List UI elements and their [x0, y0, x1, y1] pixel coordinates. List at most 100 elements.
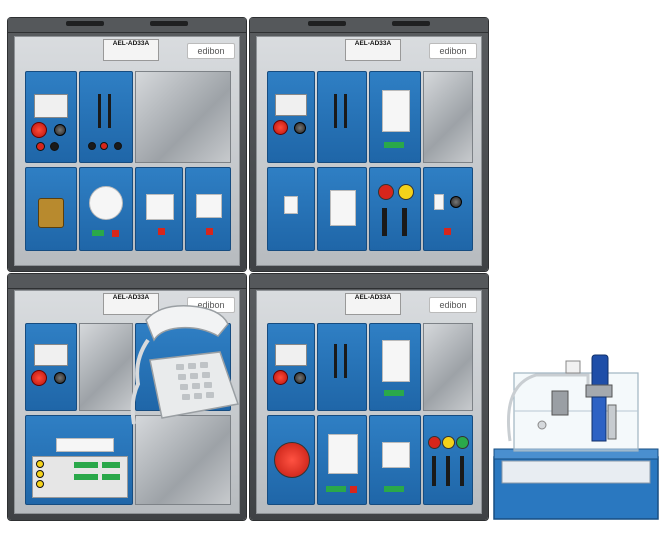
terminal-red-icon: [112, 230, 119, 237]
brand-logo-text: edibon: [439, 46, 467, 56]
flood-detector-icon: [328, 434, 358, 474]
terminal-black-icon: [50, 142, 59, 151]
front-panel: AEL-AD33A edibon: [256, 36, 482, 266]
blank-module: [423, 71, 473, 163]
terminal-black-icon: [114, 142, 122, 150]
relay-bar-icon: [108, 94, 111, 128]
module-relay: [317, 71, 367, 163]
terminal-green-icon: [384, 390, 404, 396]
cabinet-top-right: AEL-AD33A edibon: [250, 18, 488, 271]
panel-title-label: AEL-AD33A: [345, 293, 401, 315]
sensor-icon: [196, 194, 222, 218]
brand-logo: edibon: [429, 43, 477, 59]
emergency-stop-icon[interactable]: [31, 370, 47, 386]
terminal-strip-icon: [402, 208, 407, 236]
module-signal-lights: [423, 415, 473, 505]
module-breaker: [267, 71, 315, 163]
water-test-rig-icon: [493, 354, 659, 520]
cabinet-handle: [66, 21, 104, 26]
module-thermostat: [369, 323, 421, 411]
front-panel: AEL-AD33A edibon: [256, 290, 482, 514]
emergency-stop-icon[interactable]: [273, 120, 288, 135]
brand-logo-text: edibon: [439, 300, 467, 310]
pir-sensor-icon: [330, 190, 356, 226]
emergency-stop-icon[interactable]: [273, 370, 288, 385]
terminal-strip-icon: [460, 456, 464, 486]
blank-module: [135, 71, 231, 163]
terminal-red-icon: [100, 142, 108, 150]
blank-module: [79, 323, 133, 411]
module-relay: [317, 323, 367, 411]
cabinet-handle: [392, 21, 430, 26]
cabinet-handle: [308, 21, 346, 26]
terminal-green-icon: [384, 142, 404, 148]
terminal-green-icon: [74, 462, 98, 468]
relay-bar-icon: [344, 344, 347, 378]
relay-bar-icon: [334, 94, 337, 128]
cabinet-bottom-left: AEL-AD33A edibon: [8, 274, 246, 520]
terminal-green-icon: [102, 462, 120, 468]
selector-knob-icon[interactable]: [294, 372, 306, 384]
module-smoke-detector: [79, 167, 133, 251]
module-switch: [135, 167, 183, 251]
relay-bar-icon: [334, 344, 337, 378]
brand-logo: edibon: [429, 297, 477, 313]
siren-icon: [274, 442, 310, 478]
module-breaker: [267, 323, 315, 411]
cabinet-top-left: AEL-AD33A edibon: [8, 18, 246, 271]
yellow-pushbutton-icon[interactable]: [398, 184, 414, 200]
front-panel: AEL-AD33A edibon: [14, 36, 240, 266]
telephone-icon[interactable]: [120, 300, 244, 430]
terminal-green-icon: [326, 486, 346, 492]
blank-module: [423, 323, 473, 411]
relay-bar-icon: [344, 94, 347, 128]
selector-knob-icon[interactable]: [294, 122, 306, 134]
small-switch-icon[interactable]: [434, 194, 444, 210]
terminal-red-icon: [444, 228, 451, 235]
module-valve: [25, 167, 77, 251]
module-relay: [79, 71, 133, 163]
selector-knob-icon[interactable]: [54, 124, 66, 136]
panel-title-label: AEL-AD33A: [345, 39, 401, 61]
yellow-lamp-icon: [442, 436, 455, 449]
terminal-red-icon: [36, 142, 45, 151]
terminal-green-icon: [92, 230, 104, 236]
terminal-green-icon: [74, 474, 98, 480]
module-breaker: [25, 71, 77, 163]
wall-switch-icon[interactable]: [382, 442, 410, 468]
terminal-strip-icon: [446, 456, 450, 486]
terminal-black-icon: [88, 142, 96, 150]
terminal-green-icon: [384, 486, 404, 492]
terminal-yellow-icon: [36, 460, 44, 468]
circuit-breaker-icon[interactable]: [34, 344, 68, 366]
panel-title: AEL-AD33A: [354, 294, 392, 301]
thermostat-icon: [382, 90, 410, 132]
smoke-detector-icon: [89, 186, 123, 220]
panel-title: AEL-AD33A: [112, 40, 150, 47]
terminal-strip-icon: [382, 208, 387, 236]
selector-knob-icon[interactable]: [54, 372, 66, 384]
panel-title-label: AEL-AD33A: [103, 39, 159, 61]
panel-title: AEL-AD33A: [354, 40, 392, 47]
terminal-red-icon: [206, 228, 213, 235]
terminal-strip-icon: [432, 456, 436, 486]
cabinet-handle: [150, 21, 188, 26]
circuit-breaker-icon[interactable]: [275, 94, 307, 116]
module-thermostat: [369, 71, 421, 163]
module-pushbuttons: [369, 167, 421, 251]
circuit-breaker-icon[interactable]: [34, 94, 68, 118]
cabinet-bottom-right: AEL-AD33A edibon: [250, 274, 488, 520]
panel-title: AEL-AD33A: [112, 294, 150, 301]
module-keypad: [267, 167, 315, 251]
terminal-yellow-icon: [36, 480, 44, 488]
terminal-green-icon: [102, 474, 120, 480]
thermostat-icon: [382, 340, 410, 382]
module-controller: [25, 415, 133, 505]
module-switch: [369, 415, 421, 505]
relay-bar-icon: [98, 94, 101, 128]
red-pushbutton-icon[interactable]: [378, 184, 394, 200]
module-flood-detector: [317, 415, 367, 505]
emergency-stop-icon[interactable]: [31, 122, 47, 138]
circuit-breaker-icon[interactable]: [275, 344, 307, 366]
wall-switch-icon[interactable]: [146, 194, 174, 220]
